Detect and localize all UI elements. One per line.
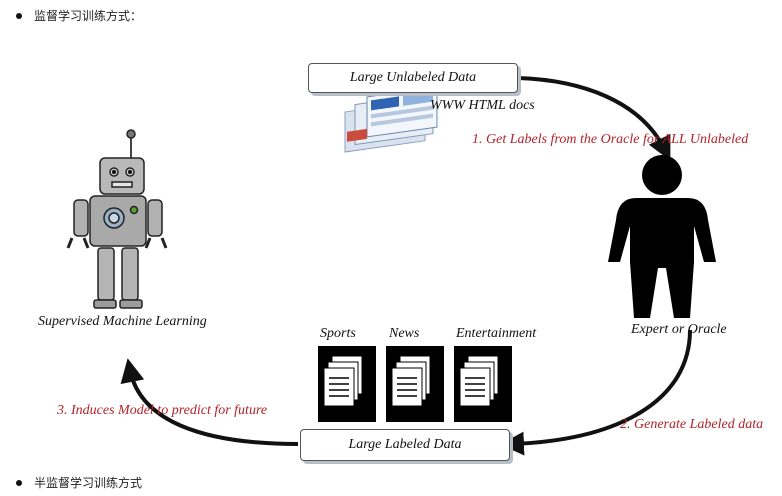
www-docs-illustration xyxy=(344,86,438,153)
robot-label: Supervised Machine Learning xyxy=(38,314,207,329)
robot-icon xyxy=(66,129,168,309)
arrow-to-robot xyxy=(120,358,299,446)
step1-label: 1. Get Labels from the Oracle for ALL Un… xyxy=(472,132,749,147)
category-sports: Sports xyxy=(320,326,356,341)
document-stack-entertainment xyxy=(454,346,512,422)
arrow-to-labeled xyxy=(500,329,692,456)
bullet-icon xyxy=(16,12,22,19)
person-icon xyxy=(608,155,716,318)
bullet-semi-supervised: 半监督学习训练方式 xyxy=(16,474,142,491)
category-news: News xyxy=(389,326,420,341)
bullet-supervised: 监督学习训练方式： xyxy=(16,7,142,24)
step2-label: 2. Generate Labeled data xyxy=(620,417,764,432)
bullet-icon xyxy=(16,479,22,486)
arrow-to-oracle xyxy=(517,76,671,161)
www-docs-label: WWW HTML docs xyxy=(430,98,535,113)
unlabeled-data-label: Large Unlabeled Data xyxy=(349,70,477,85)
bullet-text-supervised: 监督学习训练方式： xyxy=(34,9,143,23)
bullet-text-semi-supervised: 半监督学习训练方式 xyxy=(34,476,143,490)
oracle-label: Expert or Oracle xyxy=(631,322,727,337)
document-stack-sports xyxy=(318,346,376,422)
document-stack-news xyxy=(386,346,444,422)
labeled-data-label: Large Labeled Data xyxy=(348,437,462,452)
step3-label: 3. Induces Model to predict for future xyxy=(57,403,268,418)
category-entertainment: Entertainment xyxy=(456,326,537,341)
unlabeled-data-box: Large Unlabeled Data xyxy=(308,63,518,93)
labeled-data-box: Large Labeled Data xyxy=(300,429,510,461)
